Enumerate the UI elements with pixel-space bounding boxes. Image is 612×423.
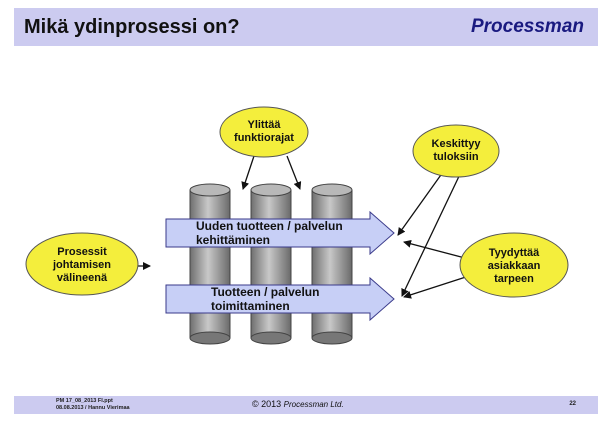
footer-company: Processman Ltd. xyxy=(283,400,344,409)
ellipse-prosessit: Prosessit johtamisen välineenä xyxy=(25,232,139,296)
footer-file-name: PM 17_08_2013 FI.ppt xyxy=(56,398,113,404)
arrow-keskittyy-lower xyxy=(401,169,463,297)
ellipse-tyydyttaa-line2: asiakkaan xyxy=(488,260,541,272)
cylinder-1 xyxy=(189,183,231,345)
ellipse-prosessit-line1: Prosessit xyxy=(57,246,107,258)
ellipse-ylittaa-line2: funktiorajat xyxy=(234,132,294,144)
process-arrow-lower-line1: Tuotteen / palvelun xyxy=(211,285,319,299)
process-arrow-lower-line2: toimittaminen xyxy=(211,299,290,313)
slide-header: Mikä ydinprosessi on? Processman xyxy=(14,8,598,46)
ellipse-keskittyy: Keskittyy tuloksiin xyxy=(412,124,500,178)
ellipse-keskittyy-line1: Keskittyy xyxy=(432,138,482,150)
brand-logo: Processman xyxy=(470,16,584,37)
ellipse-tyydyttaa-line1: Tyydyttää xyxy=(489,247,540,259)
process-arrow-upper-line2: kehittäminen xyxy=(196,233,270,247)
footer-copyright: © 2013 Processman Ltd. xyxy=(252,399,344,409)
arrow-top-to-cyl1 xyxy=(241,155,255,190)
footer-page-number: 22 xyxy=(569,401,576,407)
process-arrow-upper: Uuden tuotteen / palvelun kehittäminen xyxy=(165,210,395,256)
arrow-tyydyttaa-lower xyxy=(403,274,473,299)
ellipse-ylittaa: Ylittää funktiorajat xyxy=(219,106,309,158)
process-arrow-lower: Tuotteen / palvelun toimittaminen xyxy=(165,276,395,322)
cylinder-2 xyxy=(250,183,292,345)
slide-title: Mikä ydinprosessi on? xyxy=(24,15,240,38)
cylinder-3 xyxy=(311,183,353,345)
arrow-tyydyttaa-upper xyxy=(403,239,466,259)
ellipse-tyydyttaa: Tyydyttää asiakkaan tarpeen xyxy=(459,232,569,298)
arrow-keskittyy-upper xyxy=(397,171,444,236)
ellipse-prosessit-line2: johtamisen xyxy=(52,259,111,271)
process-arrow-upper-line1: Uuden tuotteen / palvelun xyxy=(196,219,343,233)
connector-arrows xyxy=(130,155,473,299)
footer-date-author: 08.08.2013 / Hannu Vierimaa xyxy=(56,405,130,411)
ellipse-keskittyy-line2: tuloksiin xyxy=(433,151,479,163)
ellipse-ylittaa-line1: Ylittää xyxy=(247,119,281,131)
footer-copyright-year: © 2013 xyxy=(252,399,282,409)
footer-file-info: PM 17_08_2013 FI.ppt 08.08.2013 / Hannu … xyxy=(56,398,130,412)
arrow-top-to-cyl3 xyxy=(286,155,302,190)
ellipse-prosessit-line3: välineenä xyxy=(57,272,108,284)
slide-footer: PM 17_08_2013 FI.ppt 08.08.2013 / Hannu … xyxy=(14,396,598,414)
ellipse-tyydyttaa-line3: tarpeen xyxy=(494,273,534,285)
